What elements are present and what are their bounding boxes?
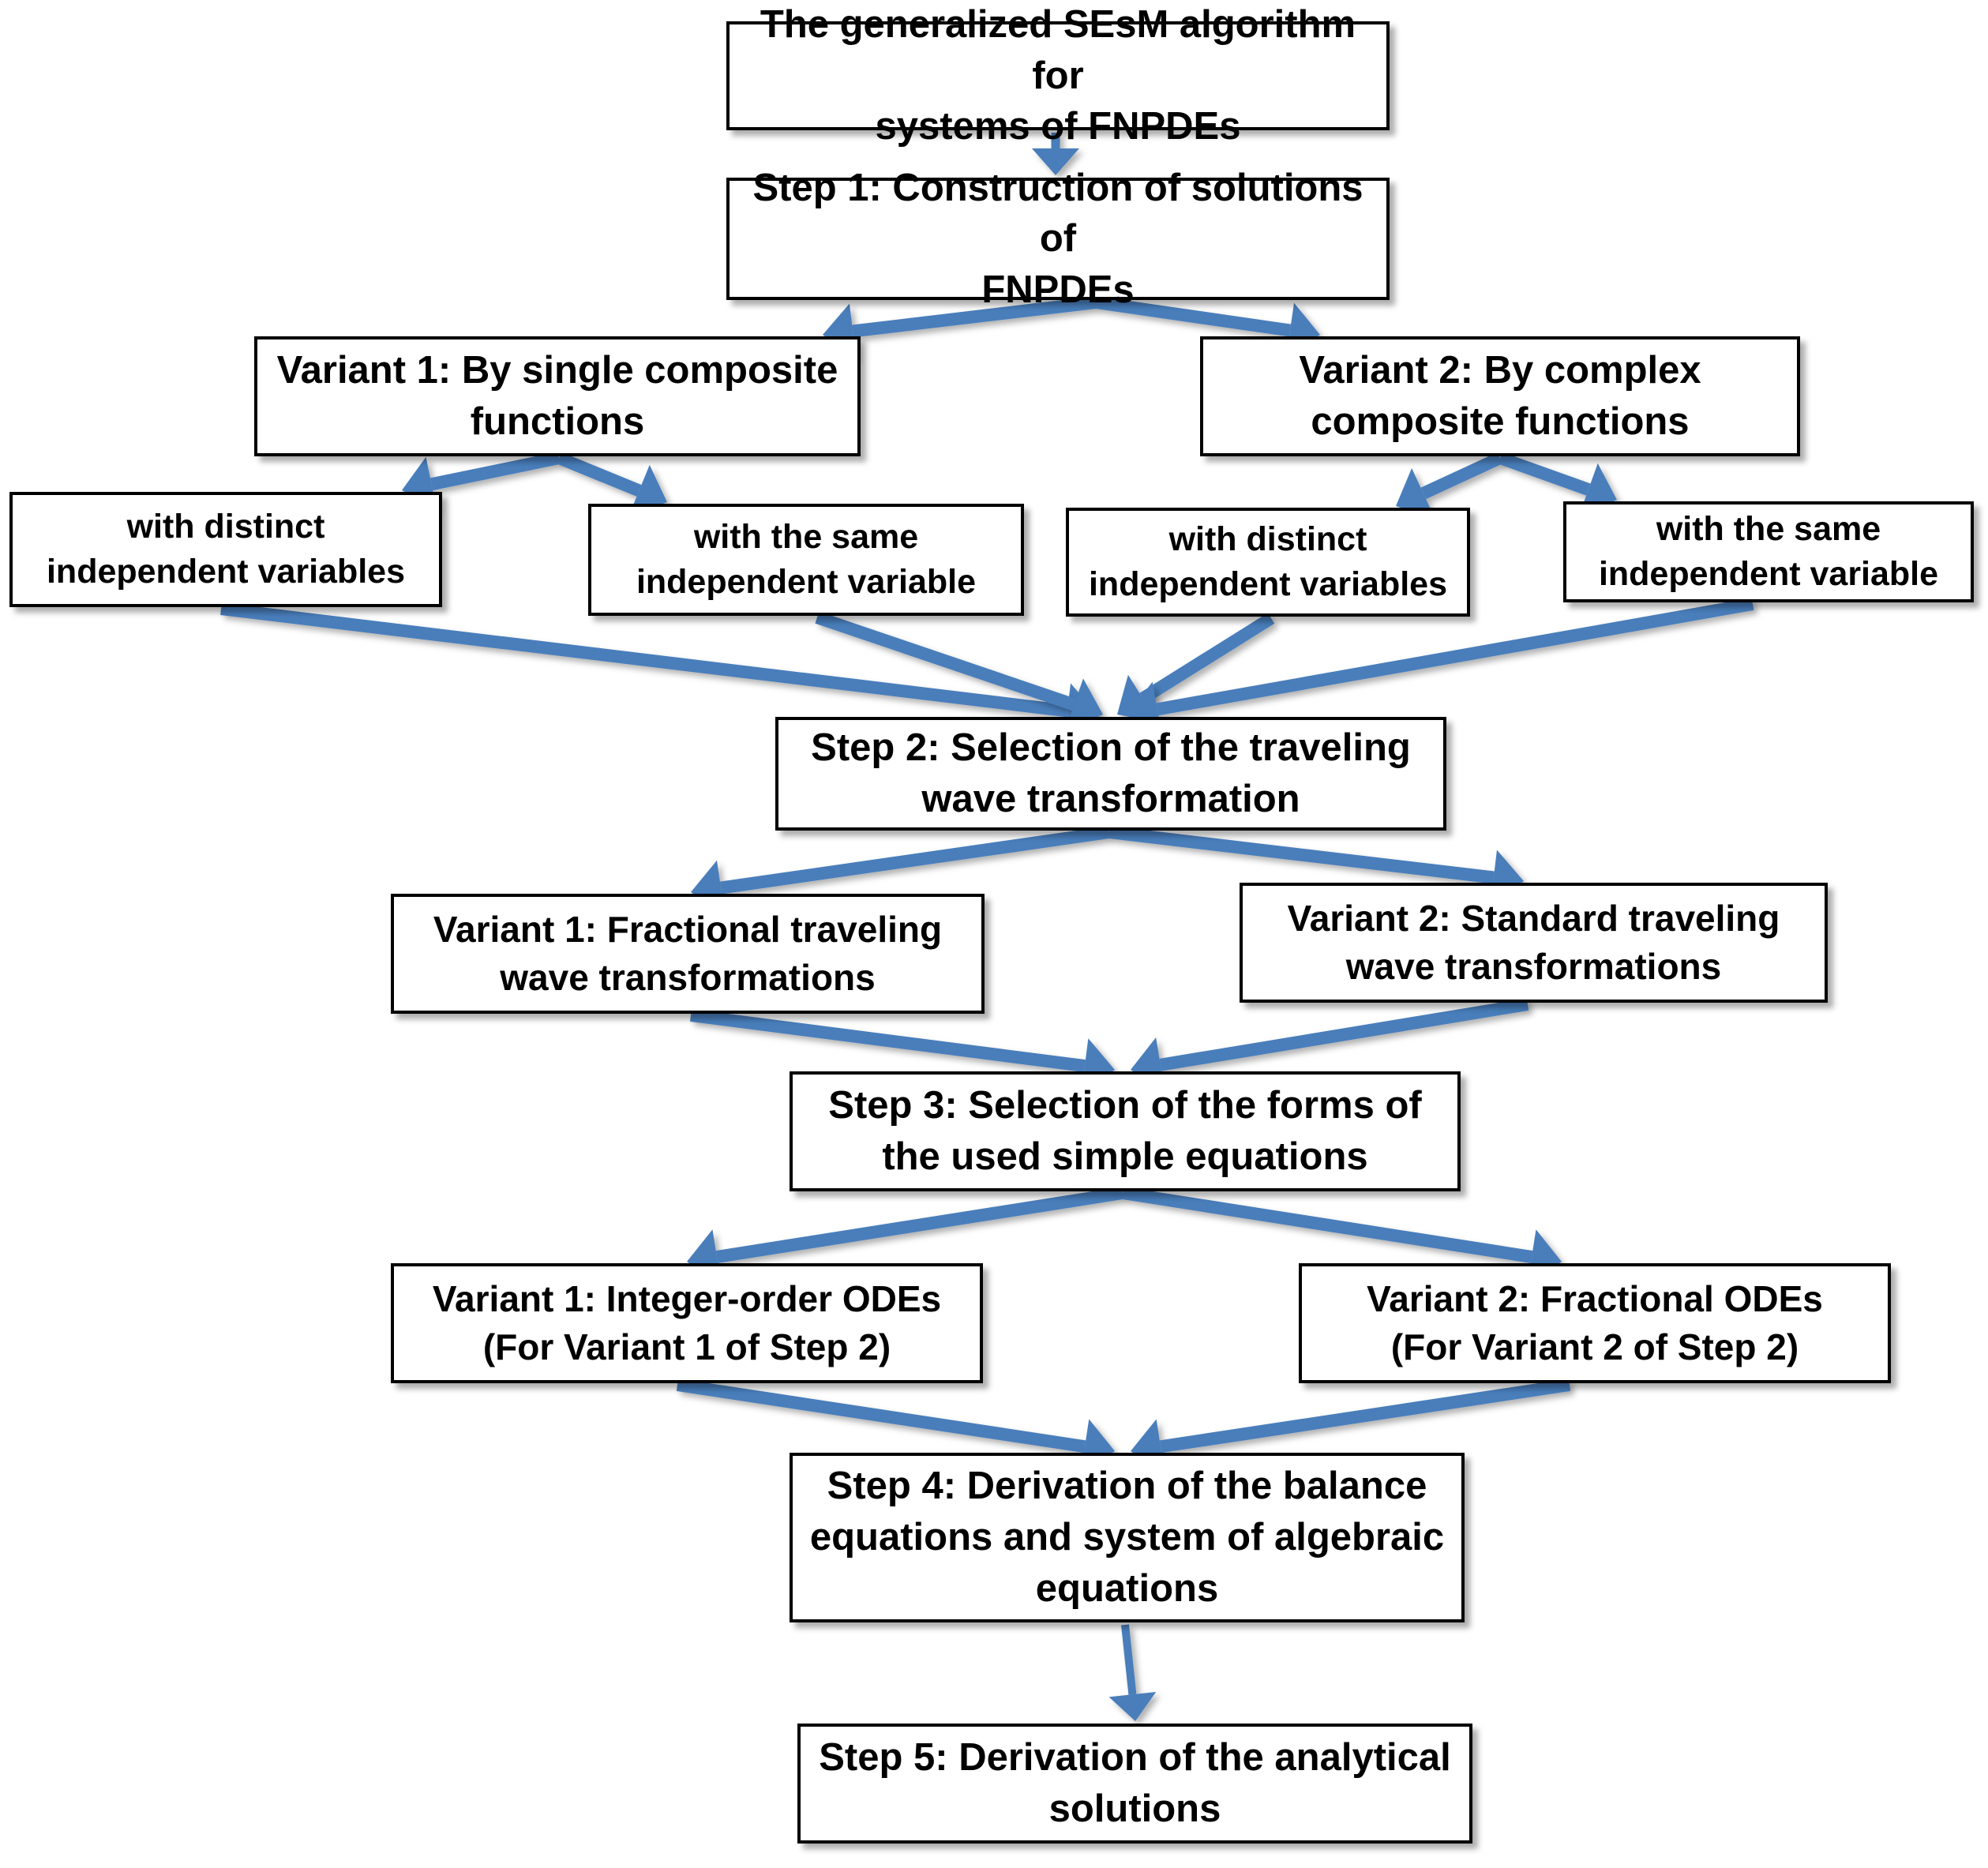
node-label-root: The generalized SEsM algorithm for syste…: [760, 3, 1356, 148]
node-variant2-step3: Variant 2: Fractional ODEs (For Variant …: [1299, 1263, 1891, 1383]
node-variant1-step2: Variant 1: Fractional traveling wave tra…: [391, 894, 985, 1014]
node-variant2-step1: Variant 2: By complex composite function…: [1200, 336, 1800, 456]
arrow-distinct2-to-step2: [1117, 613, 1275, 722]
node-step4: Step 4: Derivation of the balance equati…: [790, 1453, 1465, 1622]
node-label-v1-distinct: with distinct independent variables: [46, 508, 406, 591]
arrow-step4-to-step5: [1108, 1624, 1157, 1721]
node-label-v2-same: with the same independent variable: [1598, 510, 1939, 593]
node-label-step4: Step 4: Derivation of the balance equati…: [809, 1465, 1445, 1610]
node-label-step2: Step 2: Selection of the traveling wave …: [811, 726, 1411, 820]
node-variant1-step3: Variant 1: Integer-order ODEs (For Varia…: [391, 1263, 983, 1383]
node-variant2-step2: Variant 2: Standard traveling wave trans…: [1240, 883, 1828, 1003]
node-label-variant1-step2: Variant 1: Fractional traveling wave tra…: [433, 909, 943, 998]
node-v2-same: with the same independent variable: [1563, 501, 1974, 602]
node-label-variant2-step2: Variant 2: Standard traveling wave trans…: [1287, 898, 1780, 987]
node-step5: Step 5: Derivation of the analytical sol…: [797, 1724, 1472, 1844]
node-label-step5: Step 5: Derivation of the analytical sol…: [819, 1736, 1451, 1830]
node-label-v2-distinct: with distinct independent variables: [1088, 520, 1448, 603]
node-root: The generalized SEsM algorithm for syste…: [726, 3, 1390, 148]
node-step3: Step 3: Selection of the forms of the us…: [790, 1071, 1461, 1191]
node-label-step3: Step 3: Selection of the forms of the us…: [828, 1084, 1422, 1178]
node-label-step1: Step 1: Construction of solutions of FNP…: [752, 166, 1363, 311]
node-step1: Step 1: Construction of solutions of FNP…: [726, 167, 1390, 311]
node-label-v1-same: with the same independent variable: [636, 518, 977, 601]
node-v2-distinct: with distinct independent variables: [1066, 508, 1470, 617]
node-v1-same: with the same independent variable: [588, 504, 1024, 616]
node-label-variant2-step1: Variant 2: By complex composite function…: [1299, 349, 1701, 443]
node-variant1-step1: Variant 1: By single composite functions: [254, 336, 861, 456]
node-step2: Step 2: Selection of the traveling wave …: [775, 717, 1446, 831]
arrow-same1-to-step2: [815, 611, 1103, 731]
node-v1-distinct: with distinct independent variables: [9, 492, 442, 607]
node-label-variant1-step1: Variant 1: By single composite functions: [276, 349, 838, 443]
node-label-variant1-step3: Variant 1: Integer-order ODEs (For Varia…: [432, 1278, 942, 1367]
node-label-variant2-step3: Variant 2: Fractional ODEs (For Variant …: [1367, 1278, 1823, 1367]
